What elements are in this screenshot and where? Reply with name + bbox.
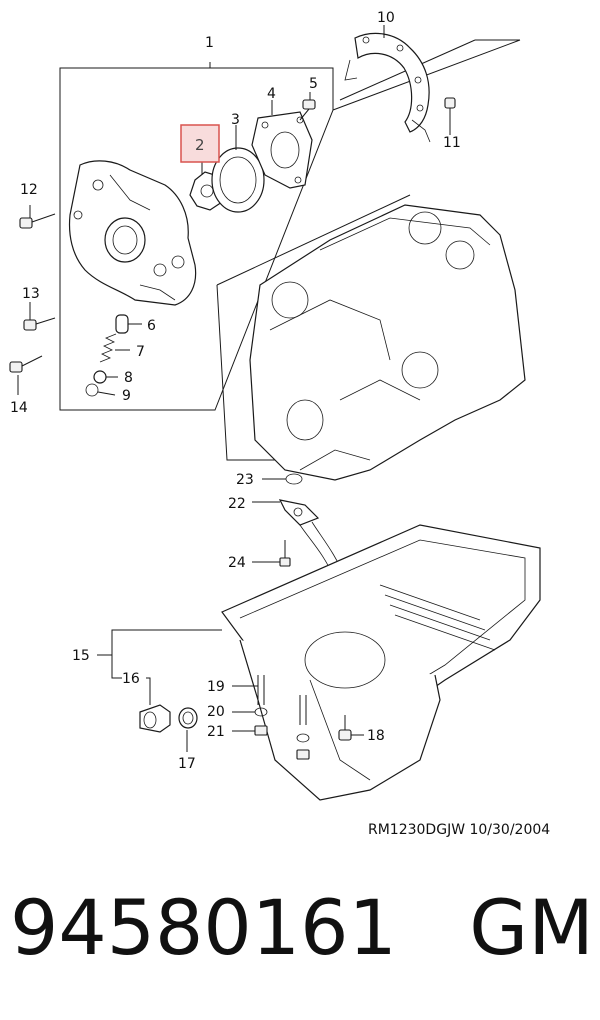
callout-7[interactable]: 7 (136, 344, 145, 360)
callout-8[interactable]: 8 (124, 370, 133, 386)
callout-15[interactable]: 15 (72, 648, 90, 664)
callout-20[interactable]: 20 (207, 704, 225, 720)
drain-plug-part (139, 704, 171, 733)
pump-cover-part (251, 111, 313, 189)
relief-plunger-part (115, 314, 129, 334)
callout-1[interactable]: 1 (205, 35, 214, 51)
spring-seat-part (93, 370, 107, 384)
snap-ring-part (85, 383, 99, 397)
callout-2[interactable]: 2 (195, 136, 205, 154)
highlight-box (180, 124, 220, 163)
bolt-24-part (279, 540, 291, 567)
parts-diagram: 1 2 3 4 5 6 7 8 9 10 11 12 13 14 15 16 1… (9, 10, 541, 801)
oil-pan-part (221, 524, 541, 801)
screw-5-part (299, 99, 316, 121)
callout-14[interactable]: 14 (10, 400, 28, 416)
drain-gasket-part (178, 707, 198, 729)
stud-19-part (257, 675, 265, 705)
gasket-23-part (285, 473, 303, 485)
engine-block-part (249, 204, 526, 481)
oil-pump-frame (59, 62, 334, 411)
bolt-12-part (19, 213, 56, 229)
callout-21[interactable]: 21 (207, 724, 225, 740)
callout-16[interactable]: 16 (122, 671, 140, 687)
callout-6[interactable]: 6 (147, 318, 156, 334)
callout-11[interactable]: 11 (443, 135, 461, 151)
nut-21-part (254, 725, 268, 736)
callout-9[interactable]: 9 (122, 388, 131, 404)
callout-19[interactable]: 19 (207, 679, 225, 695)
callout-22[interactable]: 22 (228, 496, 246, 512)
drawing-reference: RM1230DGJW 10/30/2004 (368, 822, 551, 838)
callout-3[interactable]: 3 (231, 112, 240, 128)
bolt-11-part (444, 97, 456, 130)
outer-rotor-part (211, 147, 265, 213)
part-number-caption: 94580161 GM (10, 883, 594, 972)
oil-pump-body-part (68, 160, 197, 306)
timing-cover-part (344, 32, 431, 143)
callout-labels: 1 2 3 4 5 6 7 8 9 10 11 12 13 14 15 16 1… (10, 10, 461, 772)
callout-18[interactable]: 18 (367, 728, 385, 744)
callout-5[interactable]: 5 (309, 76, 318, 92)
callout-12[interactable]: 12 (20, 182, 38, 198)
callout-23[interactable]: 23 (236, 472, 254, 488)
studs-center-part (296, 695, 310, 760)
bolt-14-part (9, 355, 43, 373)
relief-spring-part (99, 333, 117, 363)
bolt-13-part (23, 317, 56, 331)
callout-4[interactable]: 4 (267, 86, 276, 102)
callout-10[interactable]: 10 (377, 10, 395, 26)
callout-13[interactable]: 13 (22, 286, 40, 302)
callout-17[interactable]: 17 (178, 756, 196, 772)
strainer-flange-part (278, 499, 320, 526)
leader-lines (17, 25, 451, 752)
callout-24[interactable]: 24 (228, 555, 246, 571)
